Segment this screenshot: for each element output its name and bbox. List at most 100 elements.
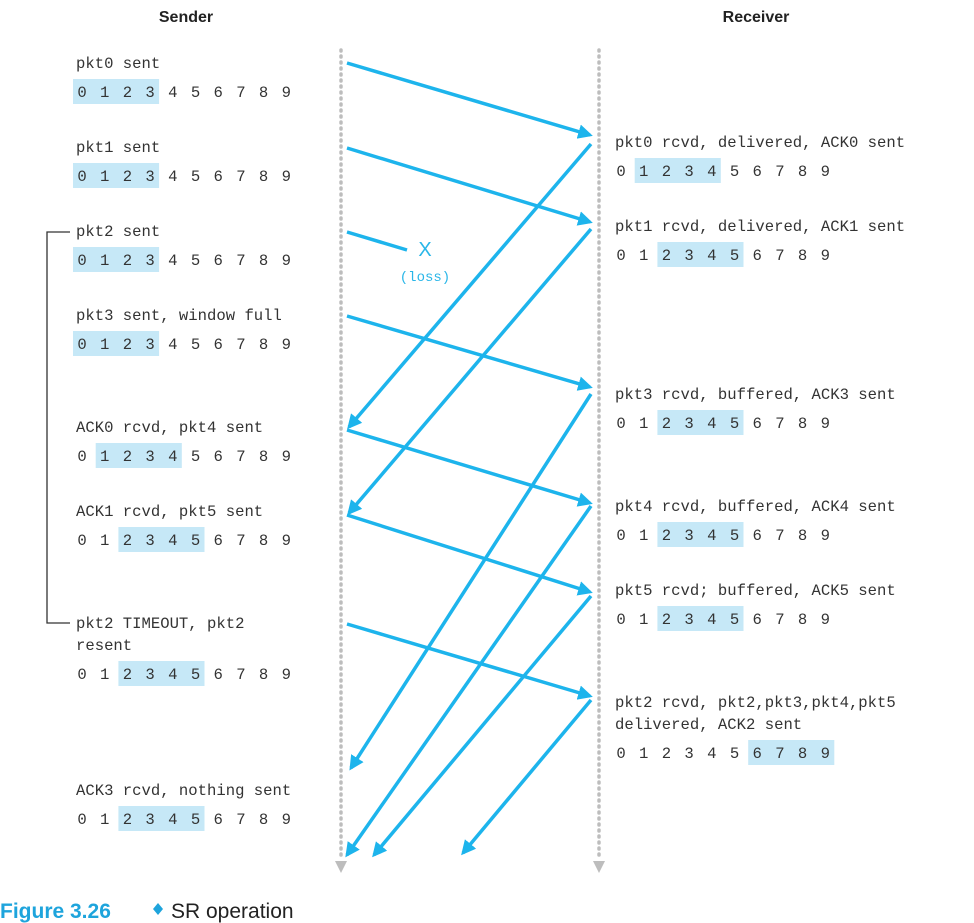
receiver-seq-number: 8 xyxy=(798,247,807,265)
sender-seq-number: 6 xyxy=(214,84,223,102)
sender-seq-number: 1 xyxy=(100,168,109,186)
packet-arrows xyxy=(346,61,593,700)
receiver-seq-number: 7 xyxy=(775,163,784,181)
sender-event-text: pkt3 sent, window full xyxy=(76,307,282,325)
loss-mark: X xyxy=(418,239,431,261)
sender-window-highlight xyxy=(118,661,205,686)
sender-event-text: ACK1 rcvd, pkt5 sent xyxy=(76,503,263,521)
sender-seq-number: 0 xyxy=(77,252,86,270)
sender-seq-number: 8 xyxy=(259,336,268,354)
sender-seq-number: 1 xyxy=(100,811,109,829)
sender-seq-number: 2 xyxy=(123,84,132,102)
figure-caption: Figure 3.26 xyxy=(0,900,111,923)
sender-seq-number: 6 xyxy=(214,252,223,270)
sender-seq-number: 5 xyxy=(191,252,200,270)
receiver-seq-number: 1 xyxy=(639,247,648,265)
sender-seq-number: 7 xyxy=(236,811,245,829)
receiver-event-text: pkt2 rcvd, pkt2,pkt3,pkt4,pkt5 xyxy=(615,694,896,712)
sender-seq-number: 3 xyxy=(145,252,154,270)
receiver-window-highlight xyxy=(748,740,835,765)
receiver-seq-number: 8 xyxy=(798,745,807,763)
sender-seq-number: 1 xyxy=(100,448,109,466)
receiver-seq-number: 4 xyxy=(707,527,716,545)
arrow-pkt3 xyxy=(346,314,593,391)
receiver-window-highlight xyxy=(657,606,744,631)
arrow-pkt2-resent xyxy=(346,622,593,700)
sender-seq-number: 6 xyxy=(214,448,223,466)
sender-seq-number: 3 xyxy=(145,448,154,466)
sender-window-highlight xyxy=(118,527,205,552)
sender-window-highlight xyxy=(73,331,160,356)
sender-window-highlight xyxy=(73,247,160,272)
receiver-seq-number: 9 xyxy=(821,527,830,545)
sender-seq-number: 1 xyxy=(100,84,109,102)
receiver-seq-number: 1 xyxy=(639,611,648,629)
receiver-seq-number: 2 xyxy=(662,163,671,181)
caption-text: SR operation xyxy=(171,900,294,923)
receiver-seq-number: 1 xyxy=(639,745,648,763)
sender-event-text: pkt1 sent xyxy=(76,139,160,157)
sender-event-text: ACK0 rcvd, pkt4 sent xyxy=(76,419,263,437)
receiver-seq-number: 4 xyxy=(707,611,716,629)
sender-seq-number: 9 xyxy=(282,84,291,102)
sender-event-text: resent xyxy=(76,637,132,655)
sender-window-highlight xyxy=(73,163,160,188)
receiver-seq-number: 1 xyxy=(639,415,648,433)
sender-seq-number: 4 xyxy=(168,666,177,684)
receiver-seq-number: 5 xyxy=(730,527,739,545)
sender-seq-number: 0 xyxy=(77,811,86,829)
sender-seq-number: 9 xyxy=(282,811,291,829)
sender-seq-number: 0 xyxy=(77,168,86,186)
receiver-event: pkt2 rcvd, pkt2,pkt3,pkt4,pkt5delivered,… xyxy=(615,694,896,765)
sender-seq-number: 4 xyxy=(168,84,177,102)
sender-seq-number: 0 xyxy=(77,336,86,354)
sender-seq-number: 1 xyxy=(100,252,109,270)
receiver-seq-number: 5 xyxy=(730,611,739,629)
sender-seq-number: 5 xyxy=(191,336,200,354)
sender-seq-number: 2 xyxy=(123,811,132,829)
sender-event-text: ACK3 rcvd, nothing sent xyxy=(76,782,291,800)
arrow-ack1 xyxy=(347,227,593,516)
sender-seq-number: 9 xyxy=(282,448,291,466)
receiver-seq-number: 0 xyxy=(616,415,625,433)
receiver-seq-number: 8 xyxy=(798,611,807,629)
sender-seq-number: 5 xyxy=(191,168,200,186)
arrow-pkt5 xyxy=(346,513,593,596)
sender-seq-number: 6 xyxy=(214,336,223,354)
sender-seq-number: 6 xyxy=(214,168,223,186)
receiver-event-text: pkt1 rcvd, delivered, ACK1 sent xyxy=(615,218,905,236)
sender-seq-number: 0 xyxy=(77,666,86,684)
receiver-window-highlight xyxy=(657,242,744,267)
sender-seq-number: 0 xyxy=(77,84,86,102)
sender-seq-number: 8 xyxy=(259,448,268,466)
receiver-seq-number: 6 xyxy=(753,247,762,265)
receiver-seq-number: 9 xyxy=(821,247,830,265)
sender-seq-number: 9 xyxy=(282,336,291,354)
receiver-timeline-arrowhead xyxy=(593,861,605,873)
arrow-pkt4 xyxy=(346,428,593,507)
sender-seq-number: 9 xyxy=(282,532,291,550)
sender-seq-number: 0 xyxy=(77,448,86,466)
sender-seq-number: 8 xyxy=(259,252,268,270)
receiver-seq-number: 3 xyxy=(684,745,693,763)
receiver-seq-number: 3 xyxy=(684,163,693,181)
sender-seq-number: 7 xyxy=(236,252,245,270)
caption-number: Figure 3.26 xyxy=(0,900,111,923)
sender-seq-number: 6 xyxy=(214,666,223,684)
receiver-seq-number: 5 xyxy=(730,745,739,763)
sender-seq-number: 2 xyxy=(123,252,132,270)
receiver-seq-number: 0 xyxy=(616,611,625,629)
receiver-seq-number: 2 xyxy=(662,415,671,433)
receiver-seq-number: 5 xyxy=(730,247,739,265)
sender-seq-number: 5 xyxy=(191,666,200,684)
sender-seq-number: 9 xyxy=(282,252,291,270)
receiver-seq-number: 7 xyxy=(775,527,784,545)
